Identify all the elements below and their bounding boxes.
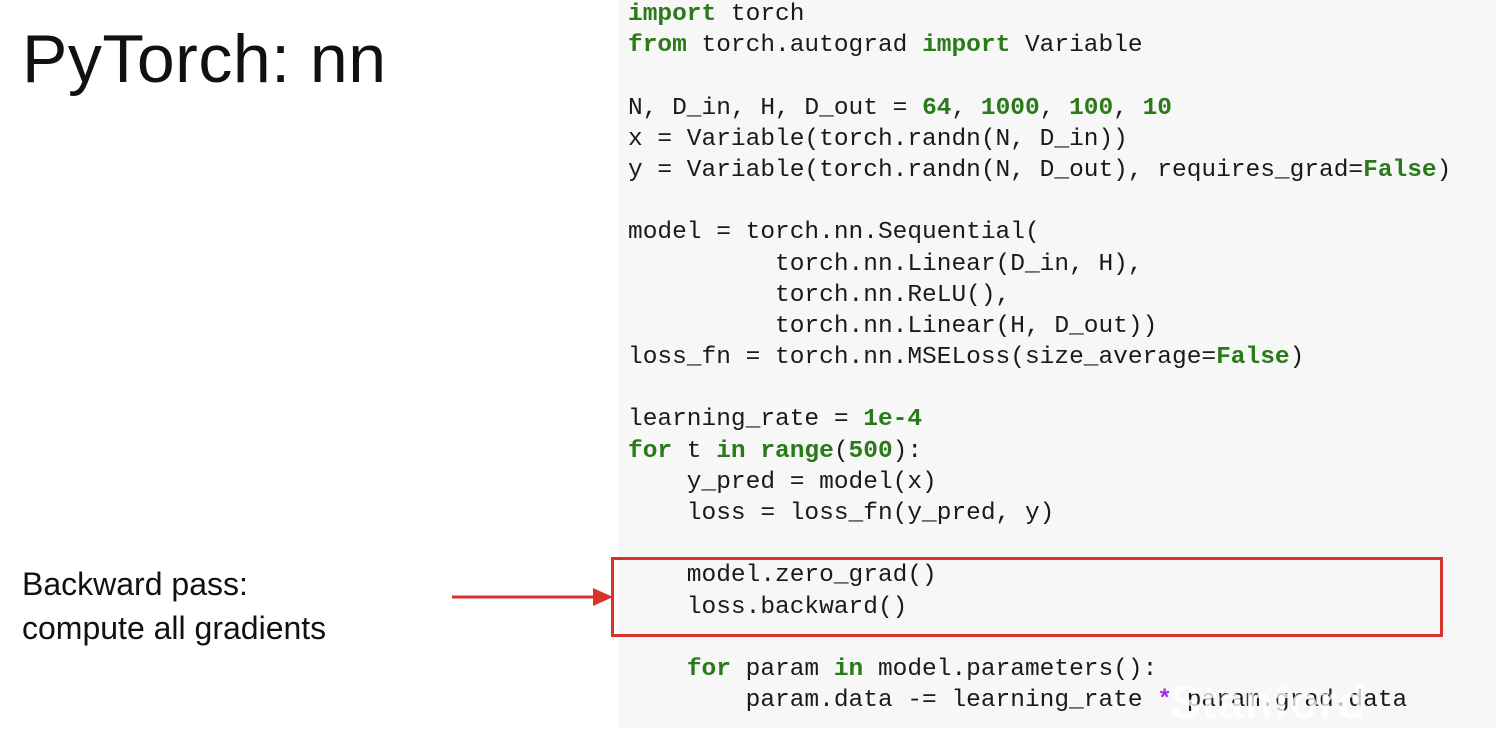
annotation-line-1: Backward pass: [22, 566, 248, 602]
code-line: param.data -= learning_rate * param.grad… [628, 685, 1451, 716]
code-keyword: for [686, 655, 731, 683]
code-text: , [951, 94, 981, 122]
slide-title: PyTorch: nn [22, 21, 387, 97]
watermark: Stanford [1170, 676, 1368, 728]
code-text: learning_rate = [628, 406, 864, 434]
code-keyword: from [628, 32, 687, 60]
annotation-line-2: compute all gradients [22, 610, 327, 646]
code-line: torch.nn.Linear(H, D_out)) [628, 311, 1451, 342]
code-line: import torch [628, 0, 1451, 30]
code-line: for t in range(500): [628, 436, 1451, 467]
code-text: y = Variable(torch.randn(N, D_out), requ… [628, 156, 1364, 184]
code-text [746, 438, 761, 465]
code-number: 100 [1069, 94, 1114, 122]
code-text: param.data -= learning_rate [628, 687, 1158, 715]
code-line: N, D_in, H, D_out = 64, 1000, 100, 10 [628, 93, 1451, 124]
code-line: from torch.autograd import Variable [628, 30, 1451, 61]
code-line: loss.backward() [628, 592, 1451, 623]
code-text [628, 656, 687, 683]
code-line: loss = loss_fn(y_pred, y) [628, 498, 1451, 529]
code-number: 1000 [980, 94, 1040, 122]
code-text: torch.autograd [686, 32, 923, 60]
code-number: 64 [922, 94, 952, 122]
code-keyword: False [1363, 156, 1437, 184]
code-operator: * [1157, 687, 1172, 715]
code-line: y = Variable(torch.randn(N, D_out), requ… [628, 155, 1451, 186]
code-line: x = Variable(torch.randn(N, D_in)) [628, 124, 1451, 155]
code-text: Variable [1010, 32, 1143, 60]
code-text: torch.nn.ReLU(), [628, 281, 1011, 309]
code-line: model.zero_grad() [628, 560, 1451, 591]
code-text: loss.backward() [628, 593, 908, 621]
code-keyword: for [628, 437, 673, 465]
code-text: ) [1289, 344, 1305, 372]
code-text: torch.nn.Linear(H, D_out)) [628, 312, 1158, 340]
code-number: 10 [1142, 94, 1173, 122]
code-line [628, 61, 1451, 92]
code-line: learning_rate = 1e-4 [628, 404, 1451, 435]
code-line [628, 529, 1451, 560]
red-arrow-icon [452, 588, 613, 606]
code-keyword: in [716, 437, 746, 465]
code-text: loss = loss_fn(y_pred, y) [628, 500, 1055, 527]
code-text: model.zero_grad() [628, 562, 937, 590]
code-panel [618, 0, 1496, 728]
code-keyword: import [922, 32, 1011, 60]
code-keyword: in [833, 655, 864, 683]
code-text: t [672, 437, 717, 465]
code-text: ( [833, 437, 849, 465]
code-text: N, D_in, H, D_out = [628, 94, 923, 122]
code-text: param.grad.data [1172, 687, 1408, 715]
code-text: model.parameters(): [863, 655, 1158, 683]
code-line [628, 186, 1451, 217]
code-text: ): [892, 437, 923, 465]
backward-pass-annotation: Backward pass: compute all gradients [22, 562, 326, 650]
code-line: model = torch.nn.Sequential( [628, 217, 1451, 248]
code-line: loss_fn = torch.nn.MSELoss(size_average=… [628, 342, 1451, 373]
code-text: param [730, 655, 834, 683]
code-line: for param in model.parameters(): [628, 654, 1451, 685]
code-keyword: False [1216, 344, 1290, 372]
code-keyword: range [760, 437, 834, 465]
code-text: y_pred = model(x) [628, 468, 937, 496]
code-text: torch [716, 1, 805, 28]
code-text: , [1039, 94, 1070, 122]
code-text: loss_fn = torch.nn.MSELoss(size_average= [628, 344, 1217, 372]
code-number: 1e-4 [863, 406, 923, 434]
code-text: ) [1436, 156, 1452, 184]
code-text: x = Variable(torch.randn(N, D_in)) [628, 125, 1128, 153]
backward-pass-highlight-box [611, 557, 1443, 637]
code-text: torch.nn.Linear(D_in, H), [628, 250, 1143, 278]
code-line [628, 373, 1451, 404]
code-line: y_pred = model(x) [628, 467, 1451, 498]
code-text: model = torch.nn.Sequential( [628, 219, 1040, 247]
code-number: 500 [848, 437, 893, 465]
code-line: torch.nn.ReLU(), [628, 280, 1451, 311]
code-text: , [1113, 94, 1143, 122]
code-line: torch.nn.Linear(D_in, H), [628, 249, 1451, 280]
code-keyword: import [628, 1, 717, 28]
